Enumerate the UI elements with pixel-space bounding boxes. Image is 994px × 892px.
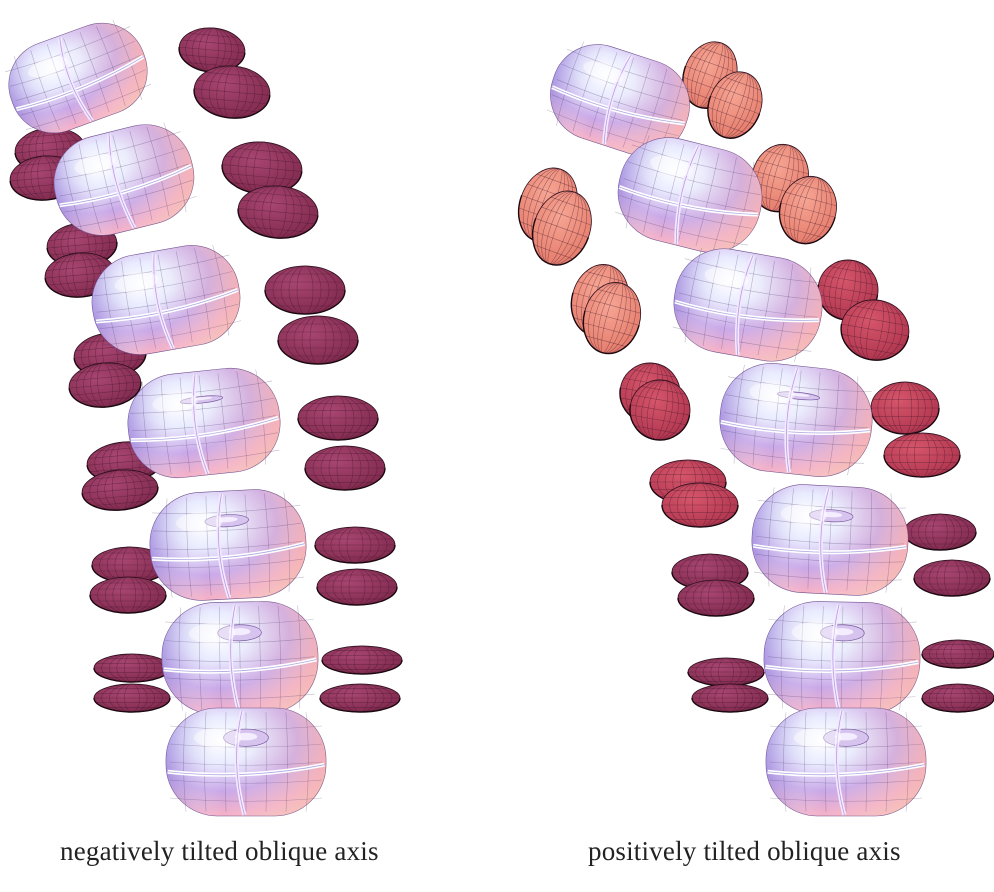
left-torus-6: [161, 601, 319, 716]
right-row-4-lobe-3: [871, 382, 939, 434]
negative-tilt-caption: negatively tilted oblique axis: [60, 836, 379, 867]
negative-tilt-panel: [0, 11, 402, 816]
left-torus-5: [147, 487, 308, 603]
left-row-5-lobe-2: [90, 577, 166, 613]
right-torus-4: [715, 358, 877, 481]
right-row-6-lobe-1: [688, 658, 764, 686]
right-row-6-lobe-4: [922, 684, 994, 712]
positive-tilt-caption: positively tilted oblique axis: [588, 836, 901, 867]
left-row-6-lobe-3: [322, 646, 402, 674]
right-row-4-lobe-2: [662, 483, 738, 527]
right-row-4-lobe-4: [884, 433, 960, 477]
right-row-5-lobe-4: [914, 560, 990, 596]
positive-tilt-panel: [509, 33, 994, 816]
right-row-5-lobe-2: [678, 580, 754, 616]
right-torus-7: [766, 708, 926, 816]
left-row-6-lobe-4: [320, 684, 400, 712]
right-torus-6: [763, 601, 921, 716]
left-row-4-lobe-4: [305, 446, 385, 490]
right-row-6-lobe-3: [922, 640, 994, 668]
left-row-3-lobe-3: [265, 266, 345, 314]
right-torus-5: [749, 482, 910, 598]
left-row-5-lobe-3: [315, 527, 395, 563]
right-torus-3: [666, 241, 830, 369]
left-row-5-lobe-4: [317, 569, 397, 605]
right-row-5-lobe-3: [904, 514, 976, 550]
left-row-6-lobe-1: [94, 654, 170, 682]
left-row-3-lobe-4: [278, 316, 358, 364]
left-torus-1: [0, 11, 160, 145]
right-row-6-lobe-2: [692, 684, 768, 712]
left-torus-7: [166, 708, 326, 816]
left-torus-4: [123, 363, 285, 482]
left-row-6-lobe-2: [94, 684, 170, 712]
left-row-4-lobe-3: [298, 396, 378, 440]
